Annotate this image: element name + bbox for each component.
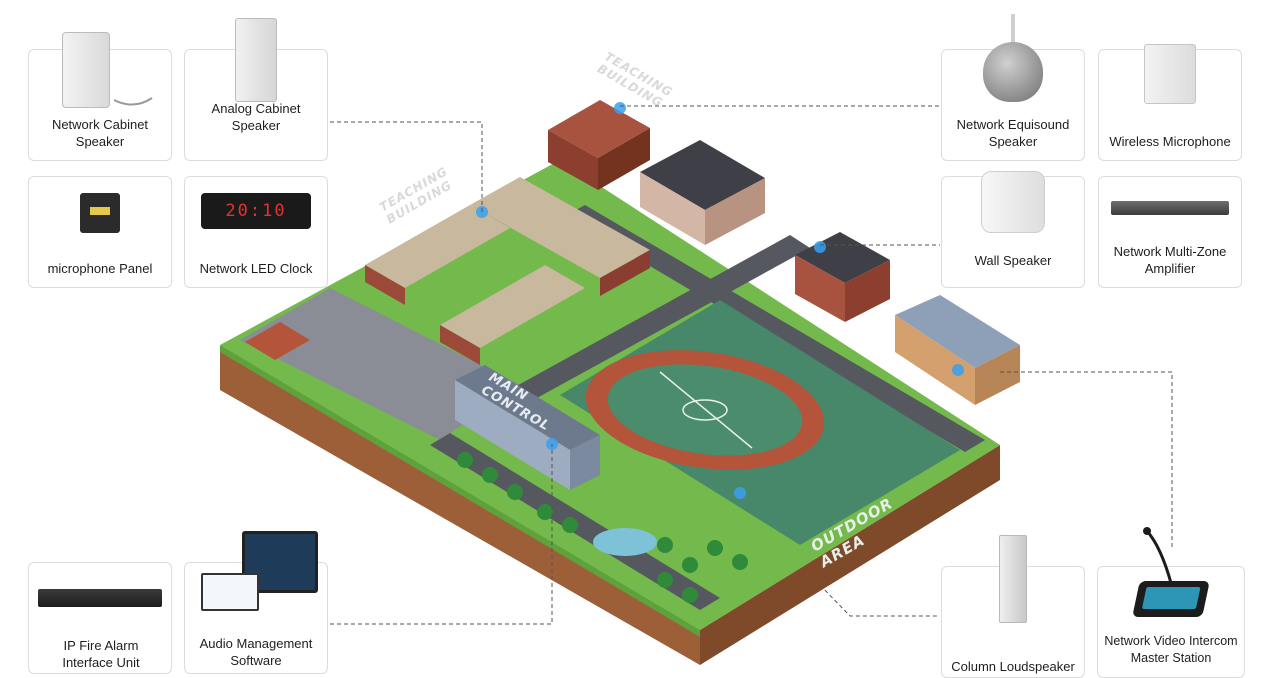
ceiling-pendant-icon xyxy=(1011,14,1015,44)
label-wireless-microphone: Wireless Microphone xyxy=(1109,134,1231,149)
card-network-cabinet-speaker[interactable]: Network Cabinet Speaker xyxy=(28,32,172,161)
rack-unit-icon xyxy=(38,589,162,607)
cable-icon xyxy=(114,97,153,106)
equisound-speaker-icon xyxy=(983,42,1043,102)
wireless-mic-icon xyxy=(1144,44,1196,104)
card-network-equisound[interactable]: Network Equisound Speaker xyxy=(941,14,1085,161)
intercom-station-icon xyxy=(1132,581,1210,617)
card-ip-fire-alarm[interactable]: IP Fire Alarm Interface Unit xyxy=(28,562,172,674)
card-wall-speaker[interactable]: Wall Speaker xyxy=(941,171,1085,288)
pond xyxy=(593,528,657,556)
laptop-icon xyxy=(201,573,259,611)
card-analog-cabinet-speaker[interactable]: Analog Cabinet Speaker xyxy=(184,18,328,161)
cabinet-speaker-icon xyxy=(62,32,110,108)
wall-speaker-icon xyxy=(981,171,1045,233)
basketball-court xyxy=(245,322,310,360)
led-clock-digits: 20:10 xyxy=(225,201,287,221)
parking-lot xyxy=(240,288,520,440)
card-wireless-microphone[interactable]: Wireless Microphone xyxy=(1098,44,1242,161)
amplifier-icon xyxy=(1111,201,1229,215)
column-speaker-icon xyxy=(999,535,1027,623)
trees xyxy=(457,452,748,603)
analog-speaker-icon xyxy=(235,18,277,102)
card-column-loudspeaker[interactable]: Column Loudspeaker xyxy=(941,535,1085,678)
main-control-building xyxy=(455,365,600,490)
road-cross xyxy=(565,205,985,452)
led-clock-icon: 20:10 xyxy=(201,193,311,229)
label-ip-fire-alarm: IP Fire Alarm Interface Unit xyxy=(62,638,140,670)
label-network-equisound: Network Equisound Speaker xyxy=(956,117,1070,149)
office-building xyxy=(640,140,765,245)
card-network-led-clock[interactable]: 20:10 Network LED Clock xyxy=(184,176,328,288)
card-microphone-panel[interactable]: microphone Panel xyxy=(28,176,172,288)
label-video-intercom: Network Video Intercom Master Station xyxy=(1104,634,1238,665)
label-network-led-clock: Network LED Clock xyxy=(199,261,313,276)
road-main xyxy=(455,235,810,432)
card-network-multizone[interactable]: Network Multi-Zone Amplifier xyxy=(1098,176,1242,288)
card-video-intercom[interactable]: Network Video Intercom Master Station xyxy=(1097,527,1245,678)
panel-icon xyxy=(80,193,120,233)
label-analog-cabinet-speaker: Analog Cabinet Speaker xyxy=(211,101,301,133)
label-microphone-panel: microphone Panel xyxy=(47,261,153,276)
label-network-cabinet-speaker: Network Cabinet Speaker xyxy=(51,117,149,149)
label-audio-management: Audio Management Software xyxy=(199,636,313,668)
card-audio-management[interactable]: Audio Management Software xyxy=(184,531,328,674)
gooseneck-mic-icon xyxy=(1143,527,1173,584)
teaching-building-top xyxy=(548,100,650,190)
soil-left-face xyxy=(220,345,700,665)
label-wall-speaker: Wall Speaker xyxy=(974,253,1052,268)
teaching-building-left xyxy=(365,177,650,365)
admin-building xyxy=(895,295,1020,405)
soil-right-face xyxy=(700,445,1000,665)
label-column-loudspeaker: Column Loudspeaker xyxy=(951,659,1075,674)
connector-lines xyxy=(330,105,1173,625)
label-network-multizone: Network Multi-Zone Amplifier xyxy=(1113,244,1227,276)
